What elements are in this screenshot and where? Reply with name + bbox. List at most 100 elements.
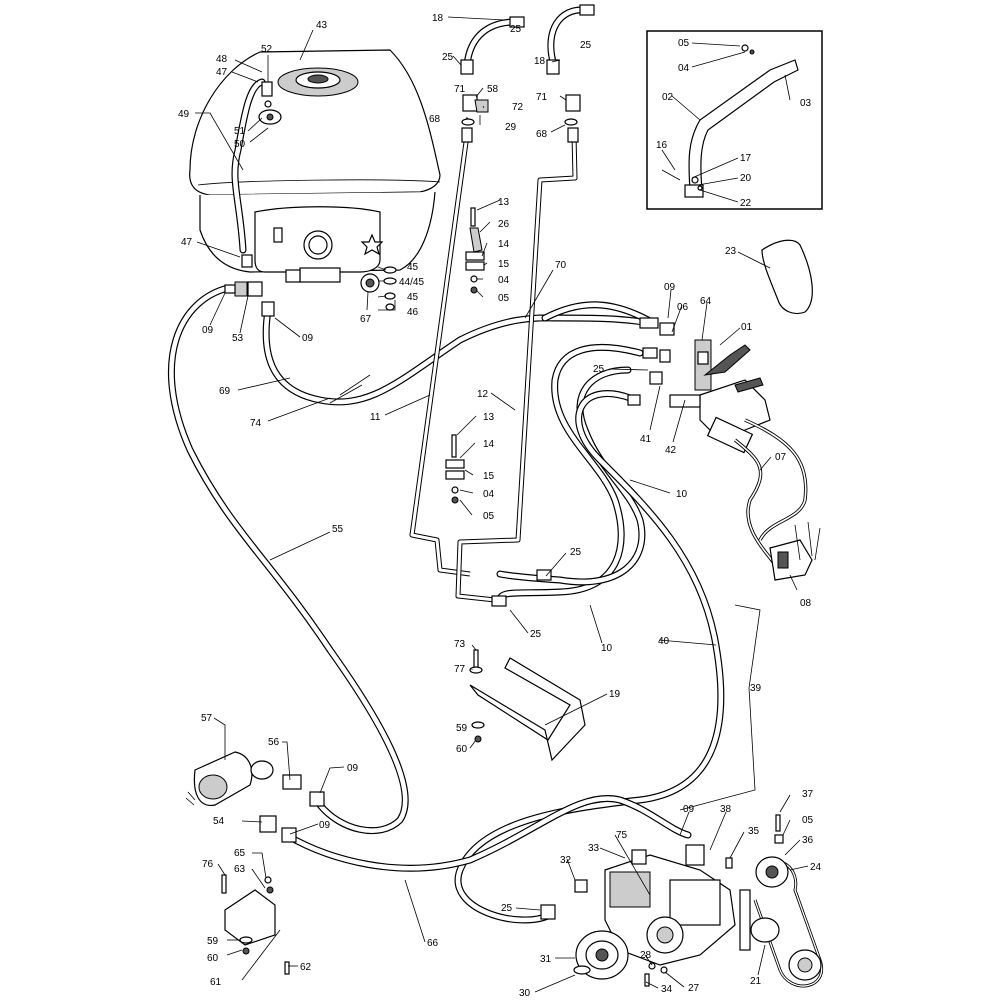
label-15-lower: 15 — [483, 471, 495, 482]
label-14-upper: 14 — [498, 239, 510, 250]
label-52: 52 — [261, 44, 273, 55]
hose-18-right — [546, 4, 595, 75]
label-04-lower: 04 — [483, 489, 495, 500]
label-29: 29 — [505, 122, 517, 133]
fitting-09-tank — [261, 269, 301, 317]
label-25-mid-b: 25 — [530, 629, 542, 640]
hose-40 — [454, 390, 725, 924]
label-46: 46 — [407, 307, 419, 318]
label-59-lower: 59 — [207, 936, 219, 947]
label-09-pump: 09 — [683, 804, 695, 815]
hose-18-left — [460, 16, 525, 75]
label-69: 69 — [219, 386, 231, 397]
clamp-stack-lower — [445, 434, 465, 504]
label-47-lower: 47 — [181, 237, 193, 248]
fitting-53 — [224, 254, 263, 297]
label-11: 11 — [370, 412, 381, 423]
label-68-right: 68 — [536, 129, 548, 140]
label-60-bracket: 60 — [456, 744, 468, 755]
label-57: 57 — [201, 713, 213, 724]
hose-66 — [284, 795, 692, 872]
label-54: 54 — [213, 816, 225, 827]
fitting-71-right — [564, 94, 581, 126]
label-45-mid: 45 — [407, 292, 419, 303]
label-31: 31 — [540, 954, 552, 965]
label-61: 61 — [210, 977, 222, 988]
label-40: 40 — [658, 636, 670, 647]
label-22: 22 — [740, 198, 752, 209]
hose-69 — [262, 306, 654, 406]
hose-10 — [496, 343, 646, 604]
washers-44-45 — [383, 266, 397, 311]
label-49: 49 — [178, 109, 190, 120]
label-03: 03 — [800, 98, 812, 109]
label-36: 36 — [802, 835, 814, 846]
fitting-09-filter — [259, 791, 325, 843]
label-08: 08 — [800, 598, 812, 609]
label-32: 32 — [560, 855, 572, 866]
label-63: 63 — [234, 864, 246, 875]
label-27: 27 — [688, 983, 700, 994]
label-21: 21 — [750, 976, 762, 987]
label-25-top-right: 25 — [580, 40, 592, 51]
bracket-19 — [469, 649, 586, 762]
label-42: 42 — [665, 445, 677, 456]
switch-08 — [769, 521, 821, 581]
label-05-inset: 05 — [678, 38, 690, 49]
label-70: 70 — [555, 260, 567, 271]
fitting-71-left — [461, 94, 489, 126]
label-24: 24 — [810, 862, 822, 873]
label-39: 39 — [750, 683, 762, 694]
label-58: 58 — [487, 84, 499, 95]
label-26: 26 — [498, 219, 510, 230]
label-05-pulley: 05 — [802, 815, 814, 826]
filter-57 — [185, 751, 302, 806]
label-14-lower: 14 — [483, 439, 495, 450]
washer-27 — [660, 966, 668, 974]
label-19: 19 — [609, 689, 621, 700]
screw-34 — [644, 973, 650, 987]
label-13-lower: 13 — [483, 412, 495, 423]
label-68-left: 68 — [429, 114, 441, 125]
label-43: 43 — [316, 20, 328, 31]
label-60-lower: 60 — [207, 953, 219, 964]
label-65: 65 — [234, 848, 246, 859]
label-28: 28 — [640, 950, 652, 961]
label-56: 56 — [268, 737, 280, 748]
label-33: 33 — [588, 843, 600, 854]
cap-67 — [360, 273, 380, 293]
label-09-filter-bottom: 09 — [319, 820, 331, 831]
label-25-mid-a: 25 — [570, 547, 582, 558]
label-64: 64 — [700, 296, 712, 307]
label-12: 12 — [477, 389, 489, 400]
inset-handle-box — [646, 30, 823, 210]
label-01: 01 — [741, 322, 753, 333]
label-25-pump: 25 — [501, 903, 513, 914]
label-72: 72 — [512, 102, 524, 113]
label-62: 62 — [300, 962, 312, 973]
label-48: 48 — [216, 54, 228, 65]
label-45-top: 45 — [407, 262, 419, 273]
bracket-61 — [221, 874, 290, 975]
bolt-28 — [648, 962, 656, 970]
label-18-left: 18 — [432, 13, 444, 24]
label-34: 34 — [661, 984, 673, 995]
label-09-filter-top: 09 — [347, 763, 359, 774]
belt-drive-21 — [725, 814, 824, 988]
label-71-left: 71 — [454, 84, 466, 95]
label-23: 23 — [725, 246, 737, 257]
label-10-b: 10 — [601, 643, 613, 654]
label-30: 30 — [519, 988, 531, 999]
label-67: 67 — [360, 314, 372, 325]
pump-33 — [540, 844, 736, 966]
leader-lines — [195, 16, 809, 993]
label-44-45: 44/45 — [399, 277, 424, 288]
label-35: 35 — [748, 826, 760, 837]
label-66: 66 — [427, 938, 439, 949]
label-47: 47 — [216, 67, 228, 78]
label-25-top-mid: 25 — [510, 24, 522, 35]
label-13-upper: 13 — [498, 197, 510, 208]
label-73: 73 — [454, 639, 466, 650]
